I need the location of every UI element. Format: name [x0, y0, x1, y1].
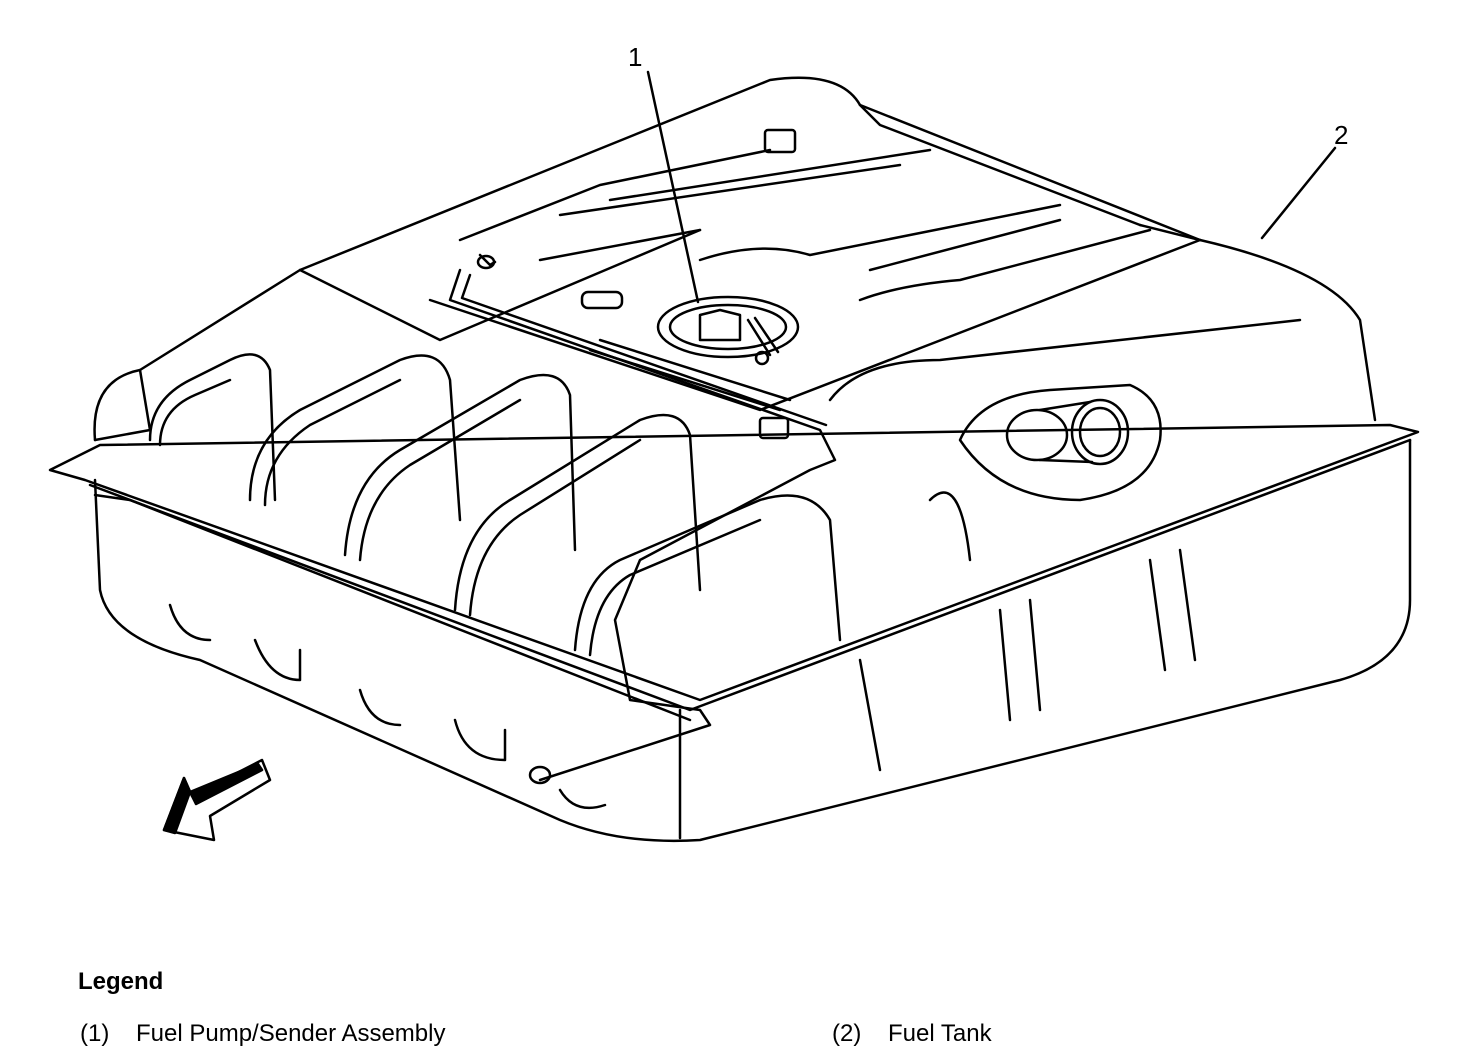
direction-arrow-icon: [162, 758, 272, 842]
tank-ribs: [148, 353, 972, 657]
fuel-pump-sender-assembly: [580, 290, 800, 366]
tank-lower-body: [93, 438, 1412, 843]
filler-neck: [958, 383, 1162, 502]
legend-item-label: Fuel Pump/Sender Assembly: [136, 1020, 446, 1047]
fuel-lines: [448, 128, 837, 785]
legend-item-number: (1): [80, 1020, 110, 1047]
legend-title: Legend: [78, 968, 164, 995]
tank-flange: [48, 423, 1420, 722]
tank-top: [93, 76, 1377, 442]
callout-2-leader: [1260, 146, 1337, 240]
callout-1-leader: [646, 70, 700, 304]
legend-item-fuel-tank: (2) Fuel Tank: [832, 1020, 992, 1048]
legend-item-number: (2): [832, 1020, 862, 1047]
legend-item-fuel-pump-sender: (1) Fuel Pump/Sender Assembly: [80, 1020, 445, 1048]
legend-item-label: Fuel Tank: [888, 1020, 992, 1047]
fuel-tank-illustration: 1 2: [48, 42, 1420, 843]
callout-leaders: [646, 70, 1337, 304]
callout-2-label: 2: [1334, 120, 1348, 150]
callout-1-label: 1: [628, 42, 642, 72]
